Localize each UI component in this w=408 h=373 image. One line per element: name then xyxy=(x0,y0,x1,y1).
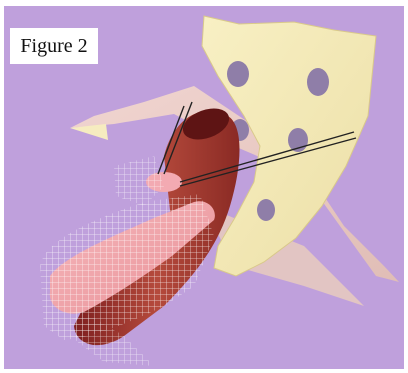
posterior-mesh xyxy=(114,156,164,206)
sacral-foramen-5 xyxy=(257,199,275,221)
figure-panel: Figure 2 xyxy=(4,6,404,369)
figure-label: Figure 2 xyxy=(10,28,98,64)
anterior-mesh xyxy=(40,194,214,340)
sacral-foramen-2 xyxy=(307,68,329,96)
sacral-foramen-1 xyxy=(227,61,249,87)
